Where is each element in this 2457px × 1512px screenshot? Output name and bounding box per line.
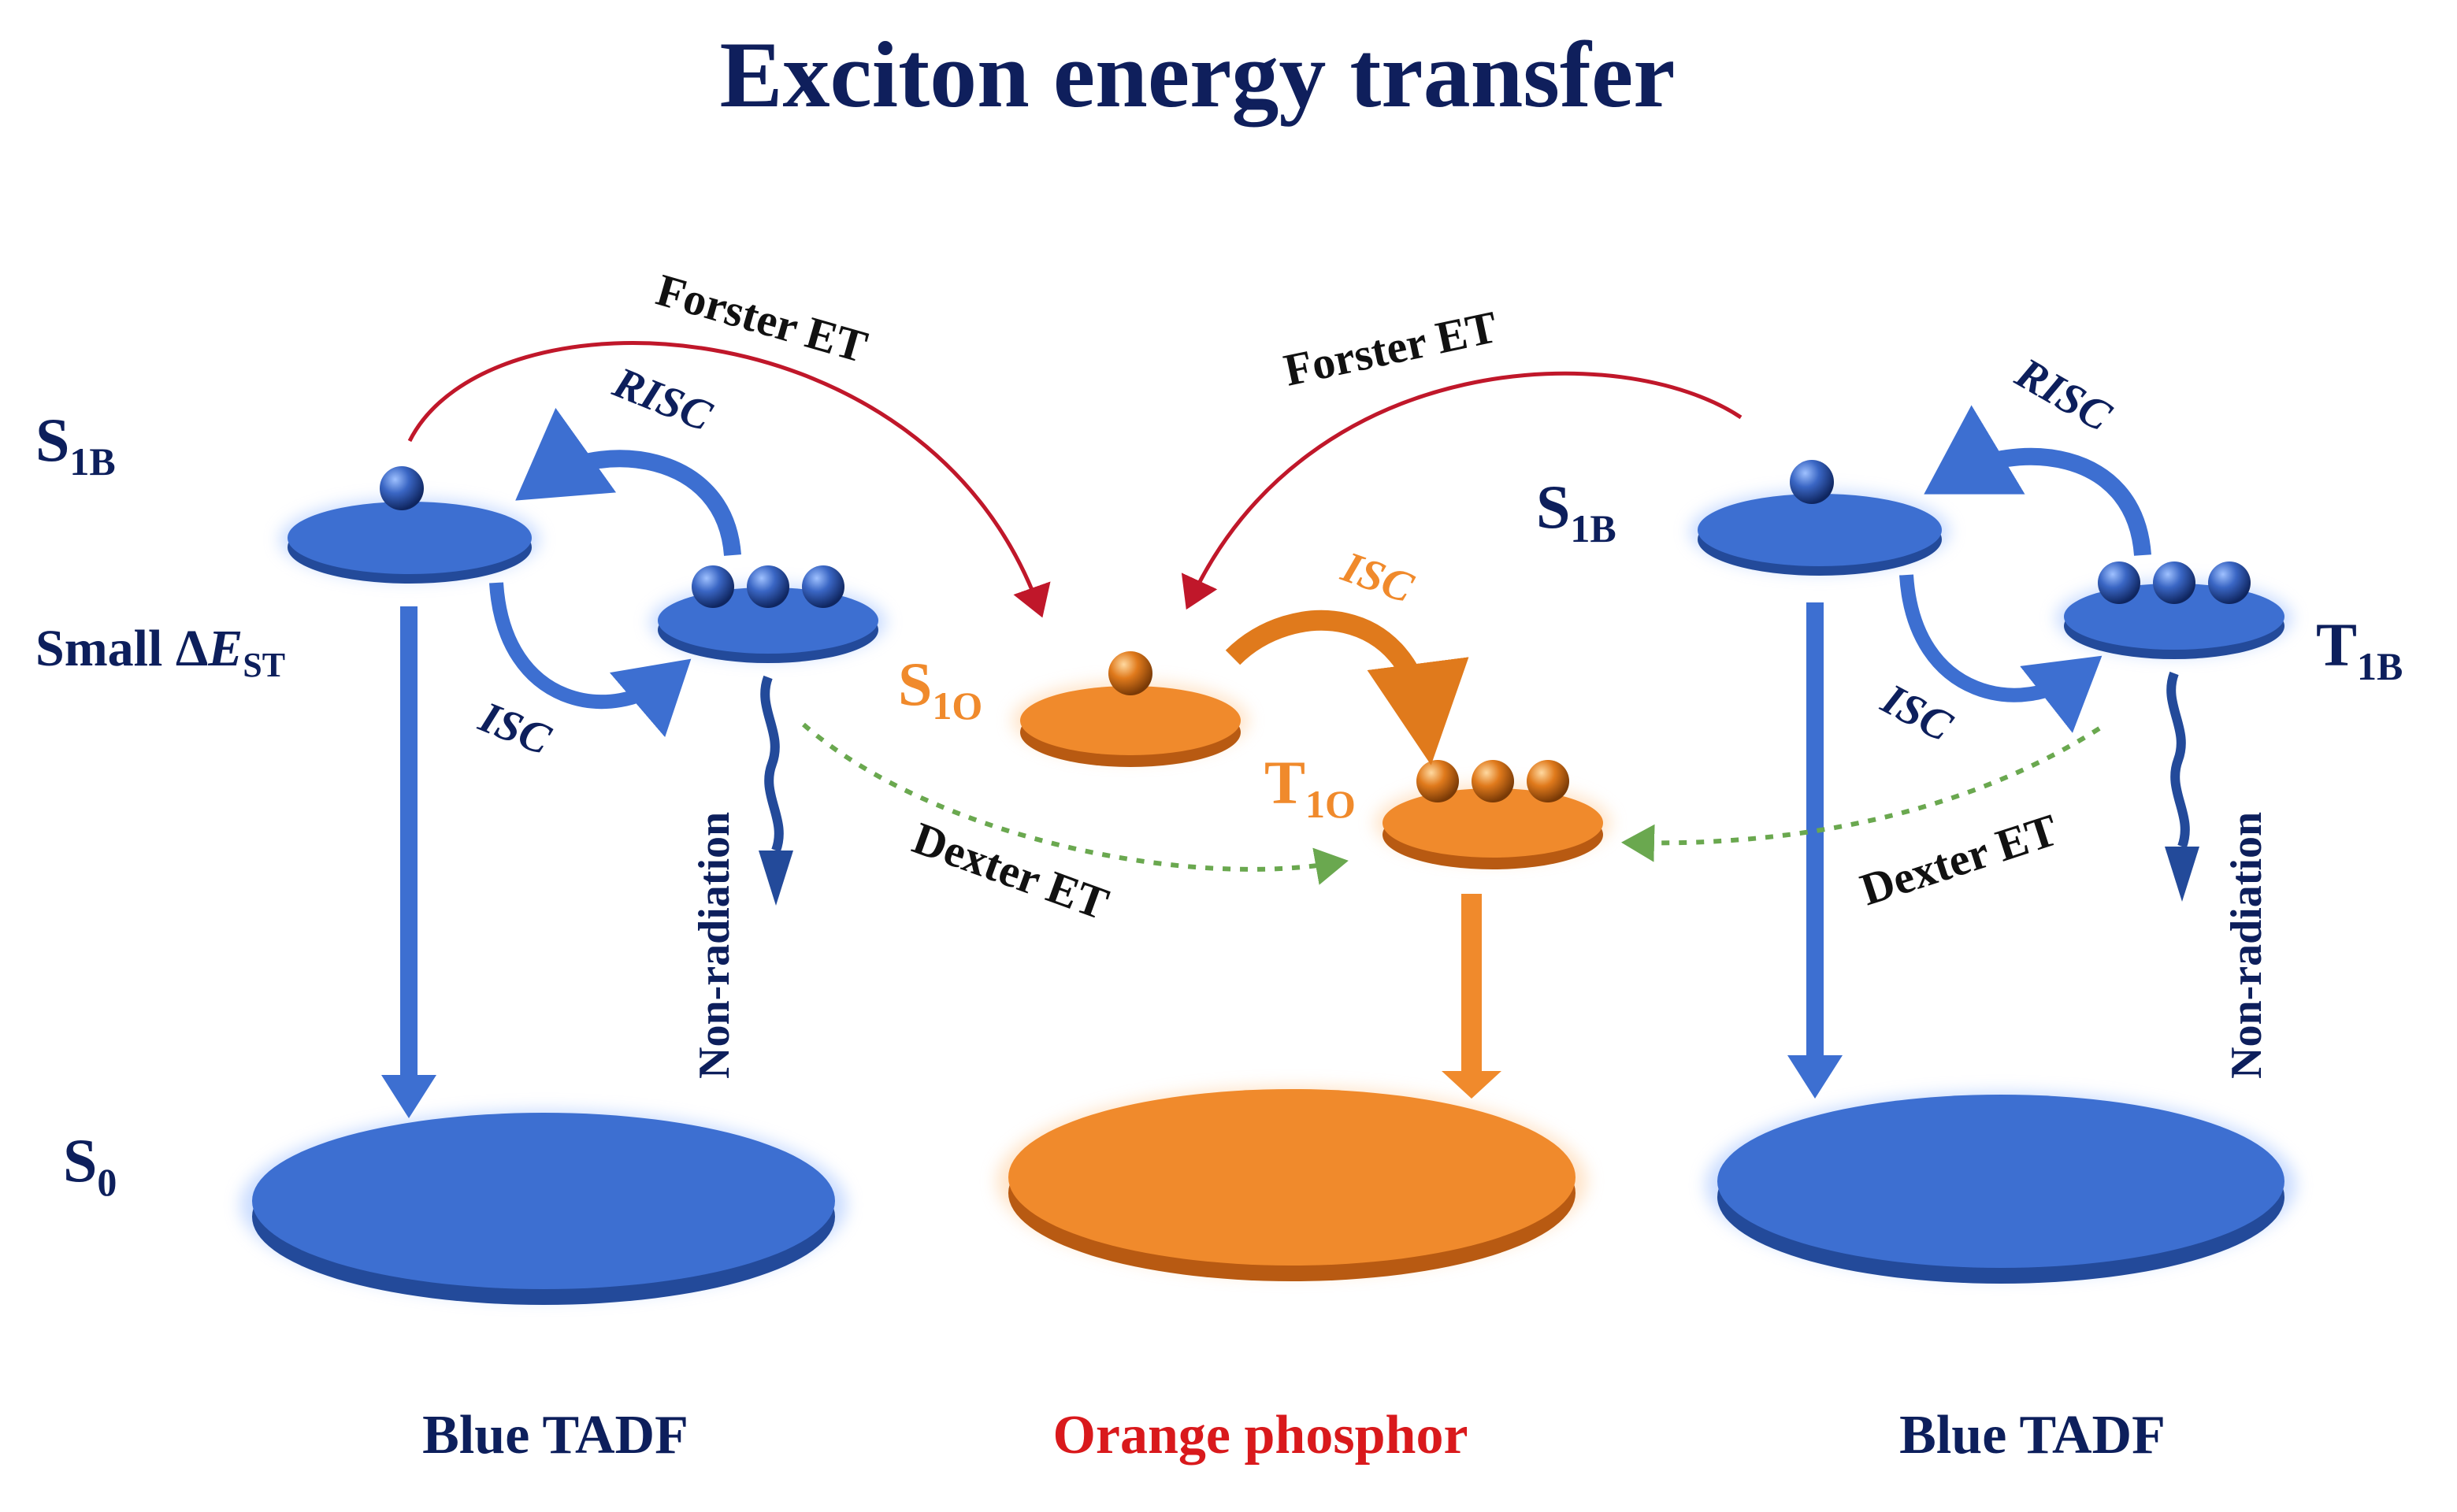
label-s1b-right: S1B bbox=[1536, 472, 1616, 550]
isc-arrow-left bbox=[489, 582, 692, 738]
exciton-ball bbox=[1527, 760, 1569, 802]
risc-arrow-right bbox=[1924, 405, 2151, 556]
label-isc-right: ISC bbox=[1873, 674, 1960, 751]
s0-level-left bbox=[240, 1110, 847, 1305]
s1b-level-left bbox=[280, 466, 540, 584]
exciton-ball bbox=[1108, 651, 1152, 695]
emission-arrow-right bbox=[1787, 602, 1843, 1099]
exciton-ball bbox=[2098, 561, 2140, 604]
t1o-level bbox=[1375, 760, 1611, 869]
label-nonradiation-right: Non-radiation bbox=[2222, 812, 2271, 1079]
s1b-level-right bbox=[1690, 460, 1950, 576]
exciton-ball bbox=[1472, 760, 1514, 802]
emission-arrow-orange bbox=[1442, 894, 1501, 1099]
s1o-level bbox=[1012, 651, 1249, 767]
dexter-arrow-left bbox=[802, 722, 1349, 885]
t1b-level-right bbox=[2056, 561, 2292, 659]
label-dexter-left: Dexter ET bbox=[907, 812, 1115, 929]
diagram-title: Exciton energy transfer bbox=[719, 22, 1675, 128]
isc-arrow-orange bbox=[1225, 610, 1469, 765]
dexter-arrow-right bbox=[1621, 726, 2101, 862]
label-s1b-left: S1B bbox=[35, 406, 116, 484]
caption-orange-phosphor: Orange phosphor bbox=[1052, 1405, 1468, 1466]
isc-arrow-right bbox=[1899, 574, 2103, 733]
forster-arrow-left bbox=[407, 341, 1051, 618]
exciton-ball bbox=[802, 565, 844, 608]
label-isc-left: ISC bbox=[472, 692, 557, 765]
forster-arrow-right bbox=[1181, 371, 1743, 610]
label-risc-left: RISC bbox=[606, 358, 718, 441]
emission-arrow-left bbox=[381, 606, 436, 1118]
nonradiation-arrow-right bbox=[2165, 671, 2199, 902]
exciton-ball bbox=[692, 565, 734, 608]
label-s0: S0 bbox=[63, 1126, 117, 1204]
label-risc-right: RISC bbox=[2007, 348, 2120, 441]
label-forster-left: Forster ET bbox=[651, 264, 873, 372]
label-nonradiation-left: Non-radiation bbox=[690, 812, 739, 1079]
exciton-ball bbox=[747, 565, 789, 608]
label-dexter-right: Dexter ET bbox=[1854, 804, 2064, 916]
label-t1b-right: T1B bbox=[2316, 610, 2403, 688]
exciton-ball bbox=[380, 466, 424, 510]
nonradiation-arrow-left bbox=[759, 675, 793, 906]
risc-arrow-left bbox=[515, 407, 741, 557]
exciton-ball bbox=[2153, 561, 2195, 604]
label-forster-right: Forster ET bbox=[1279, 301, 1501, 396]
exciton-ball bbox=[1790, 460, 1834, 504]
label-s1o: S1O bbox=[898, 650, 982, 728]
label-small-delta-est: Small ΔEST bbox=[35, 620, 285, 684]
exciton-ball bbox=[2208, 561, 2251, 604]
s0-level-orange bbox=[997, 1087, 1587, 1281]
label-isc-orange: ISC bbox=[1335, 543, 1420, 613]
caption-blue-tadf-left: Blue TADF bbox=[422, 1405, 688, 1466]
exciton-ball bbox=[1416, 760, 1459, 802]
label-t1o: T1O bbox=[1264, 748, 1356, 826]
caption-blue-tadf-right: Blue TADF bbox=[1899, 1405, 2166, 1466]
s0-level-right bbox=[1705, 1092, 2296, 1284]
t1b-level-left bbox=[650, 565, 886, 663]
